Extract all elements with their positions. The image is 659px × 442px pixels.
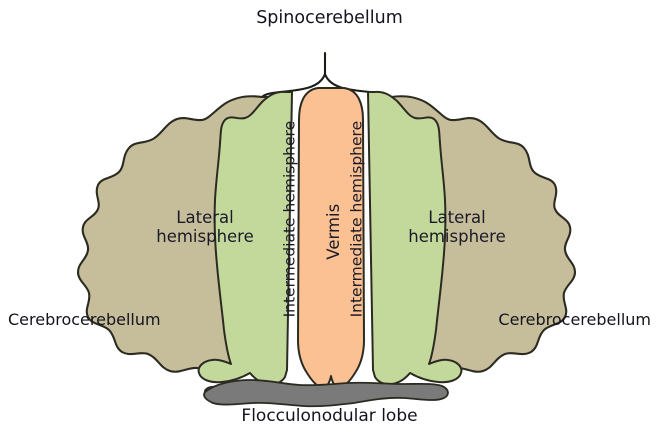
- region-intermediate-hemisphere-right: [367, 90, 463, 386]
- page-title: Spinocerebellum: [256, 8, 403, 28]
- region-intermediate-hemisphere-left: [197, 90, 293, 386]
- label-line-1: Lateral: [176, 208, 234, 227]
- region-vermis: [297, 87, 365, 390]
- label-cerebrocerebellum-right: Cerebrocerebellum: [498, 310, 651, 329]
- label-intermediate-hemisphere-right: Intermediate hemisphere: [347, 120, 366, 318]
- label-lateral-hemisphere-left: Lateral hemisphere: [139, 208, 271, 247]
- label-intermediate-hemisphere-left: Intermediate hemisphere: [280, 120, 299, 318]
- label-line-2: hemisphere: [156, 227, 254, 247]
- label-lateral-hemisphere-right: Lateral hemisphere: [391, 208, 523, 247]
- label-vermis: Vermis: [323, 203, 343, 260]
- label-cerebrocerebellum-left: Cerebrocerebellum: [8, 310, 161, 329]
- region-flocculonodular-lobe: [203, 379, 449, 408]
- label-line-1: Lateral: [428, 208, 486, 227]
- label-line-2: hemisphere: [408, 227, 506, 247]
- label-flocculonodular-lobe: Flocculonodular lobe: [241, 406, 418, 426]
